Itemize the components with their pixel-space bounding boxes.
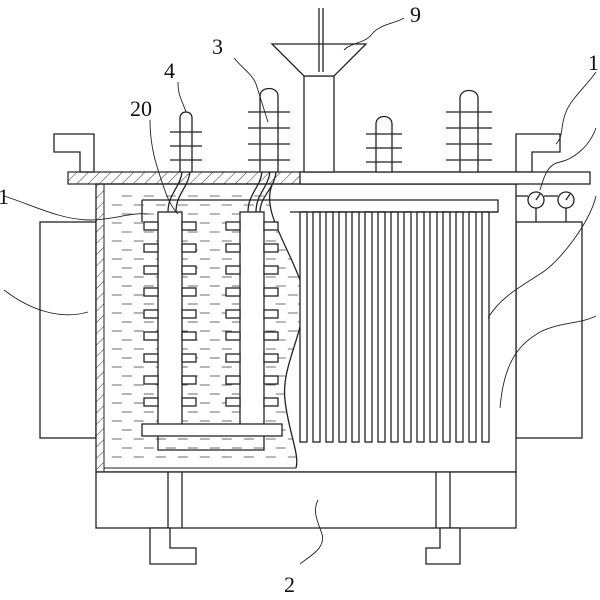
winding-tab xyxy=(225,243,241,253)
left-foot xyxy=(149,527,197,565)
leader-fin-lower xyxy=(499,315,597,409)
winding-tab xyxy=(143,221,159,231)
lead-wire-a xyxy=(167,171,183,213)
leader-1-left xyxy=(3,195,149,221)
leader-20 xyxy=(149,119,179,215)
cooling-fin xyxy=(299,211,308,443)
leader-fins xyxy=(487,195,597,319)
lead-wire-c xyxy=(247,171,263,213)
winding-tab xyxy=(263,243,279,253)
tank-wall-section xyxy=(95,183,105,473)
gauge-left xyxy=(527,191,545,222)
cooling-fin xyxy=(338,211,347,443)
winding-tab xyxy=(263,397,279,407)
winding-tab xyxy=(225,353,241,363)
lead-wire-b xyxy=(175,171,191,213)
winding-tab xyxy=(143,353,159,363)
winding-tab xyxy=(143,243,159,253)
bushing-left-small xyxy=(170,111,202,173)
cooling-fins xyxy=(290,211,498,443)
cooling-fin xyxy=(403,211,412,443)
top-cover-right xyxy=(299,171,591,185)
winding-tab xyxy=(263,353,279,363)
winding-tab xyxy=(263,265,279,275)
label-3: 3 xyxy=(212,34,223,59)
base-frame xyxy=(95,471,517,529)
leader-9 xyxy=(343,17,405,51)
cooling-fin xyxy=(416,211,425,443)
right-foot xyxy=(425,527,461,565)
winding-tab xyxy=(143,265,159,275)
winding-tab xyxy=(263,221,279,231)
leader-1-right xyxy=(555,71,597,145)
leader-left-panel xyxy=(3,289,89,316)
winding-tab xyxy=(263,287,279,297)
bushing-right-small xyxy=(366,115,402,173)
winding-tab xyxy=(143,397,159,407)
cooling-fin xyxy=(325,211,334,443)
winding-tab xyxy=(225,397,241,407)
leader-3 xyxy=(233,57,269,123)
cooling-fin xyxy=(351,211,360,443)
right-lifting-lug xyxy=(515,133,561,173)
left-lifting-lug xyxy=(53,133,95,173)
winding-tab xyxy=(225,265,241,275)
leader-2 xyxy=(299,499,324,565)
winding-tab xyxy=(225,375,241,385)
winding-tab xyxy=(263,331,279,341)
winding-tab xyxy=(263,375,279,385)
cooling-fin xyxy=(429,211,438,443)
winding-tab xyxy=(143,287,159,297)
winding-tab xyxy=(143,375,159,385)
winding-tab xyxy=(225,331,241,341)
left-side-panel xyxy=(39,221,97,439)
winding-tab xyxy=(181,287,197,297)
label-1-left: 1 xyxy=(0,184,9,209)
winding-tab xyxy=(181,397,197,407)
winding-tab xyxy=(225,287,241,297)
winding-tab xyxy=(143,309,159,319)
winding-tab xyxy=(181,265,197,275)
leader-4 xyxy=(177,81,187,113)
bushing-left-large xyxy=(248,87,290,173)
label-20: 20 xyxy=(130,96,152,121)
core-coil-left xyxy=(141,211,283,451)
winding-tab xyxy=(181,243,197,253)
cooling-fin xyxy=(442,211,451,443)
cooling-fin xyxy=(312,211,321,443)
cooling-fin xyxy=(455,211,464,443)
label-9: 9 xyxy=(410,2,421,27)
winding-tab xyxy=(143,331,159,341)
cooling-fin xyxy=(468,211,477,443)
winding-tab xyxy=(181,221,197,231)
lead-wire-d xyxy=(255,171,271,213)
coil-windings xyxy=(143,221,279,407)
cooling-fin xyxy=(364,211,373,443)
lead-wire-e xyxy=(259,171,277,213)
bushing-right-large xyxy=(446,89,492,173)
right-side-panel xyxy=(515,221,583,439)
filler-pipe xyxy=(303,75,335,173)
label-4: 4 xyxy=(164,58,175,83)
gauge-right xyxy=(557,191,575,222)
winding-tab xyxy=(181,331,197,341)
cooling-fin xyxy=(481,211,490,443)
cooling-fin xyxy=(390,211,399,443)
winding-tab xyxy=(225,309,241,319)
label-1-right: 1 xyxy=(588,50,599,75)
leader-gauge xyxy=(539,127,597,191)
winding-tab xyxy=(225,221,241,231)
cooling-fin xyxy=(377,211,386,443)
winding-tab xyxy=(263,309,279,319)
winding-tab xyxy=(181,375,197,385)
winding-tab xyxy=(181,309,197,319)
winding-tab xyxy=(181,353,197,363)
label-2: 2 xyxy=(284,572,295,597)
